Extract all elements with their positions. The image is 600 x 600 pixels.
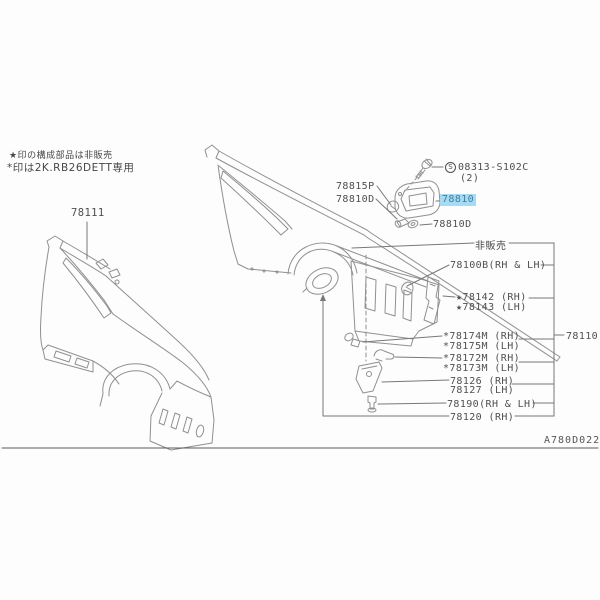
label-not-sold: 非販売 — [475, 241, 507, 252]
part-label-78100b[interactable]: 78100B(RH & LH) — [450, 260, 547, 271]
part-label-78810-highlighted[interactable]: 78810 — [440, 194, 477, 206]
part-label-78175m[interactable]: *78175M (LH) — [443, 341, 521, 352]
diagram-code: A780D022 — [544, 435, 600, 446]
part-label-78810d-a[interactable]: 78810D — [336, 194, 375, 205]
part-label-78815p[interactable]: 78815P — [336, 181, 375, 192]
fastener-qty: (2) — [460, 173, 480, 184]
outer-panel-drawing — [40, 236, 214, 450]
part-label-78143[interactable]: ★78143 (LH) — [456, 302, 527, 313]
fastener-number: 08313-S102C — [458, 162, 529, 173]
part-label-78111[interactable]: 78111 — [71, 207, 105, 219]
part-label-78127[interactable]: 78127 (LH) — [450, 385, 515, 396]
note-star: ★印の構成部品は非販売 — [9, 151, 113, 161]
part-label-78126[interactable]: 78126 (RH) — [450, 376, 515, 387]
part-label-78173m[interactable]: *78173M (LH) — [443, 363, 521, 374]
fastener-label[interactable]: S 08313-S102C — [445, 162, 529, 173]
part-label-78810d-b[interactable]: 78810D — [433, 219, 472, 230]
circled-s-icon: S — [445, 162, 456, 173]
part-label-78142[interactable]: ★78142 (RH) — [456, 292, 527, 303]
part-label-78172m[interactable]: *78172M (RH) — [443, 353, 521, 364]
part-label-78120[interactable]: 78120 (RH) — [450, 412, 515, 423]
note-asterisk: *印は2K.RB26DETT専用 — [7, 162, 135, 174]
part-label-78174m[interactable]: *78174M (RH) — [443, 331, 521, 342]
part-label-78190[interactable]: 78190(RH & LH) — [447, 399, 537, 410]
part-label-78110[interactable]: 78110 — [566, 331, 599, 342]
small-parts-drawing — [343, 332, 394, 412]
inner-panel-drawing — [205, 145, 560, 361]
leader-lines — [87, 167, 564, 416]
fuel-lid-opener-drawing — [387, 158, 440, 229]
